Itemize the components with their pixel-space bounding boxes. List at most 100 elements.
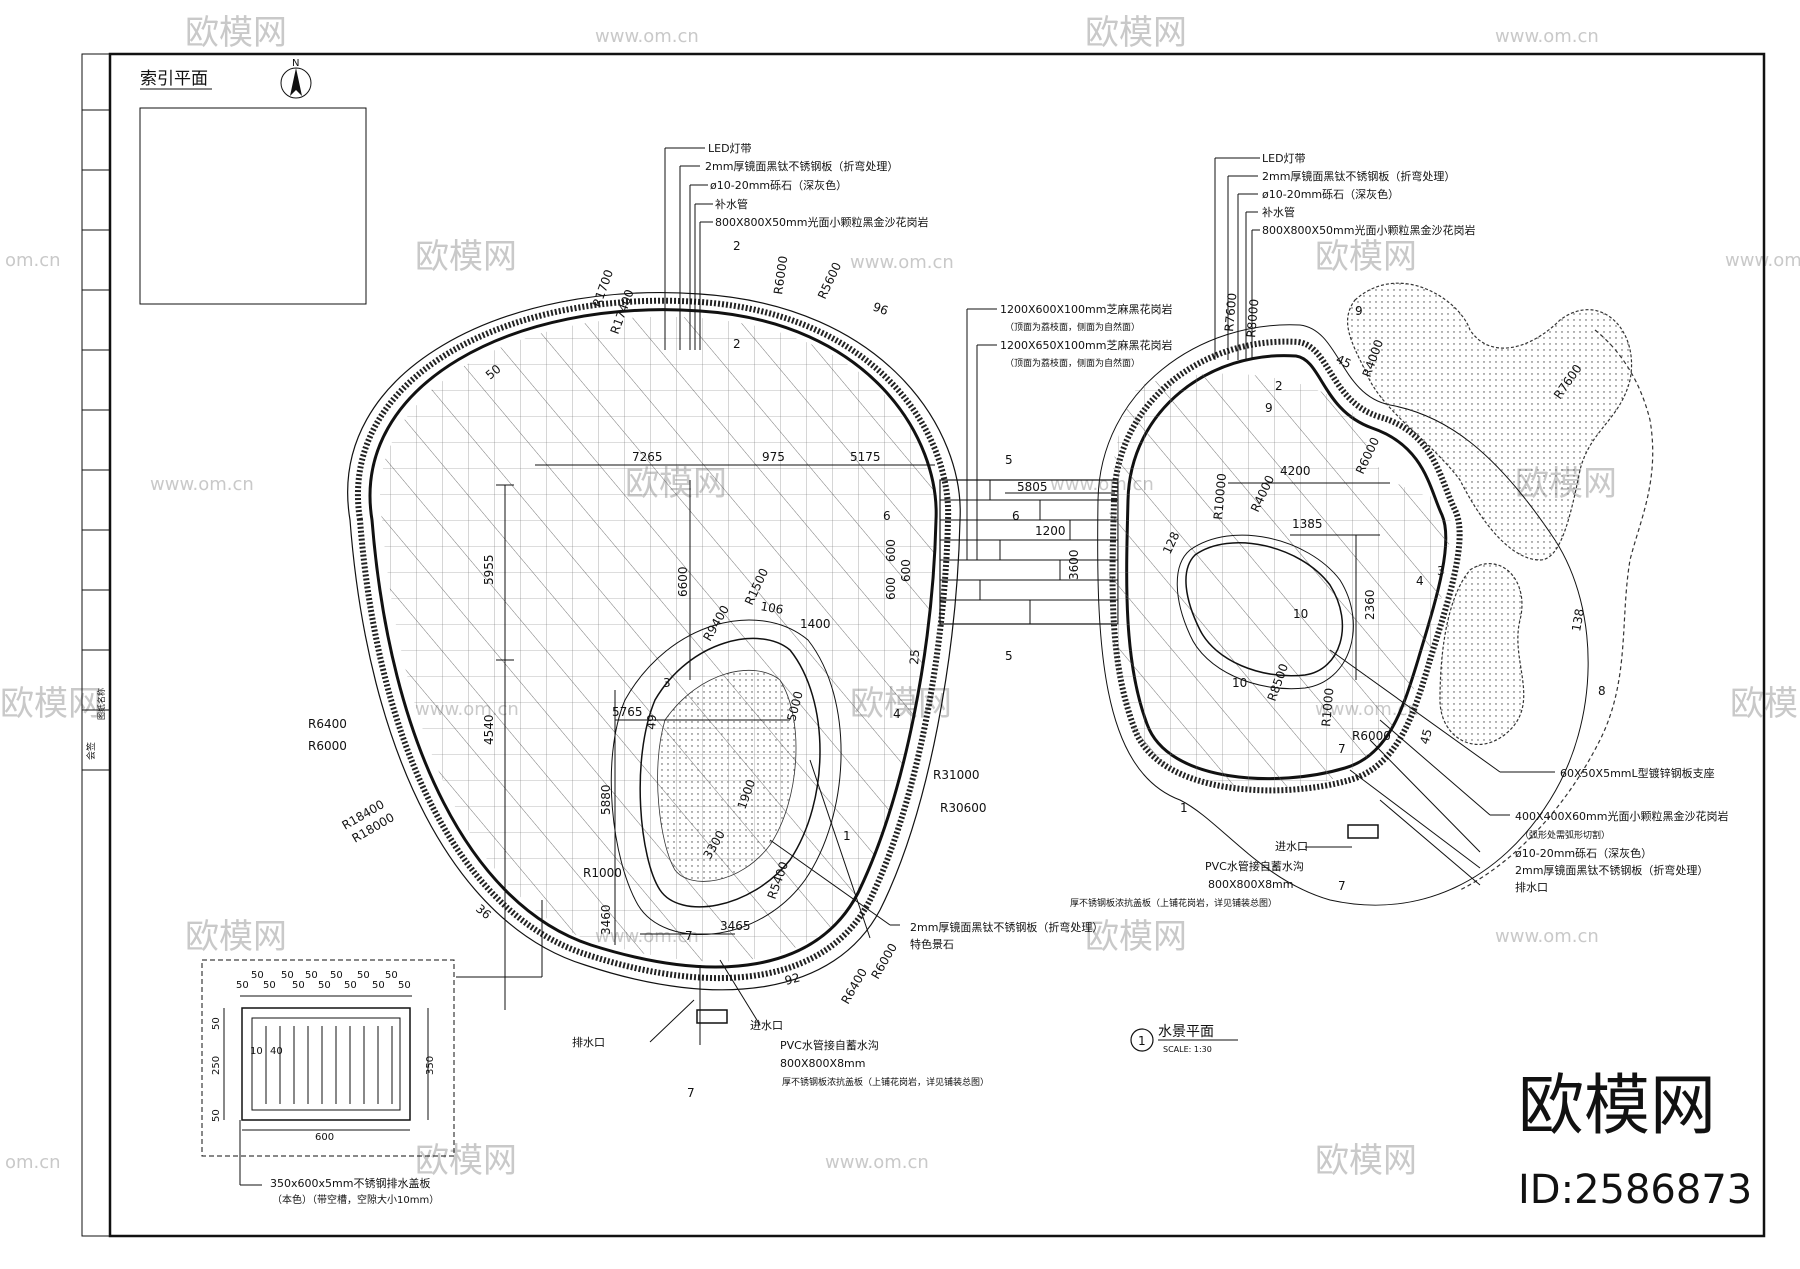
svg-text:50: 50 — [251, 970, 264, 981]
svg-text:R7600: R7600 — [1222, 292, 1239, 332]
svg-text:4: 4 — [893, 707, 901, 721]
svg-text:6: 6 — [883, 509, 891, 523]
left-label-granite: 800X800X50mm光面小颗粒黑金沙花岗岩 — [715, 215, 929, 229]
svg-text:SCALE: 1:30: SCALE: 1:30 — [1163, 1045, 1212, 1054]
svg-text:2360: 2360 — [1363, 589, 1377, 620]
svg-text:250: 250 — [211, 1056, 222, 1075]
watermark-brand: 欧模网 — [185, 917, 287, 957]
watermark-brand: 欧模网 — [185, 13, 287, 53]
svg-text:2: 2 — [733, 337, 741, 351]
right-label-gravel: ø10-20mm砾石（深灰色） — [1262, 187, 1399, 201]
bridge-label-2: 1200X650X100mm芝麻黑花岗岩 — [1000, 338, 1173, 352]
svg-text:600: 600 — [884, 539, 898, 562]
svg-text:50: 50 — [236, 980, 249, 991]
right-label-led: LED灯带 — [1262, 152, 1306, 165]
svg-text:975: 975 — [762, 450, 785, 464]
watermark-url: www.om.cn — [825, 1152, 929, 1173]
watermark-brand: 欧模网 — [1085, 917, 1187, 957]
svg-text:1400: 1400 — [800, 617, 831, 631]
watermark-id: ID:2586873 — [1518, 1167, 1752, 1213]
svg-text:50: 50 — [318, 980, 331, 991]
right-inlet-labels: 进水口 PVC水管接自蓄水沟 800X800X8mm 厚不锈钢板浓抗盖板（上铺花… — [1070, 840, 1352, 909]
left-label-pipe: 补水管 — [715, 197, 748, 211]
svg-text:5175: 5175 — [850, 450, 881, 464]
svg-text:7265: 7265 — [632, 450, 663, 464]
left-cover-size: 800X800X8mm — [780, 1057, 866, 1070]
svg-text:6: 6 — [1012, 509, 1020, 523]
watermark-url-partial: om.cn — [5, 250, 61, 271]
left-cover-note: 厚不锈钢板浓抗盖板（上铺花岗岩，详见铺装总图） — [782, 1076, 989, 1088]
dimension-text: 7265 975 5175 5955 6600 5765 4540 5880 3… — [473, 300, 1587, 988]
right-cover-size: 800X800X8mm — [1208, 878, 1294, 891]
svg-text:5: 5 — [1005, 453, 1013, 467]
right-pool-labels: LED灯带 2mm厚镜面黑钛不锈钢板（折弯处理） ø10-20mm砾石（深灰色）… — [1262, 152, 1476, 237]
title-strip — [81, 53, 111, 1237]
svg-text:1200: 1200 — [1035, 524, 1066, 538]
title-block-col1: 会签 — [85, 742, 97, 760]
leader-lines — [649, 147, 1555, 1045]
svg-text:5955: 5955 — [482, 554, 496, 585]
svg-text:1: 1 — [843, 829, 851, 843]
watermark-brand: 欧模网 — [0, 684, 102, 724]
svg-text:R31000: R31000 — [933, 768, 980, 782]
dimension-lines — [496, 464, 1390, 1010]
svg-text:R10000: R10000 — [1211, 473, 1229, 521]
svg-text:9: 9 — [1355, 304, 1363, 318]
svg-text:49: 49 — [644, 714, 659, 730]
svg-text:4: 4 — [1416, 574, 1424, 588]
watermark-url: www.om.cn — [1725, 250, 1800, 271]
svg-text:R5600: R5600 — [815, 260, 844, 301]
left-steel-label: 2mm厚镜面黑钛不锈钢板（折弯处理） — [910, 920, 1103, 934]
svg-text:5765: 5765 — [612, 705, 643, 719]
watermark-url-partial: om.cn — [5, 1152, 61, 1173]
left-label-led: LED灯带 — [708, 142, 752, 155]
svg-text:R6000: R6000 — [771, 255, 790, 295]
svg-text:R6000: R6000 — [868, 941, 900, 982]
svg-text:600: 600 — [899, 559, 913, 582]
svg-text:R1700: R1700 — [590, 268, 616, 309]
svg-text:50: 50 — [211, 1109, 222, 1122]
svg-text:3465: 3465 — [720, 919, 751, 933]
watermark-brand: 欧模网 — [1315, 1141, 1417, 1181]
right-drain-label: 排水口 — [1515, 880, 1548, 894]
svg-text:50: 50 — [211, 1017, 222, 1030]
watermark-brand: 欧模网 — [415, 237, 517, 277]
right-inlet-box — [1347, 824, 1379, 839]
bridge-label-1-note: （顶面为荔枝面，侧面为自然面） — [1005, 321, 1140, 333]
svg-text:50: 50 — [398, 980, 411, 991]
right-label-granite: 800X800X50mm光面小颗粒黑金沙花岗岩 — [1262, 223, 1476, 237]
title-block-col2: 图纸名称 — [96, 688, 106, 720]
svg-text:5805: 5805 — [1017, 480, 1048, 494]
svg-text:R30600: R30600 — [940, 801, 987, 815]
svg-text:R6400: R6400 — [838, 966, 870, 1007]
svg-text:45: 45 — [1417, 727, 1434, 745]
svg-text:10: 10 — [1293, 607, 1308, 621]
svg-text:5: 5 — [1005, 649, 1013, 663]
left-label-gravel: ø10-20mm砾石（深灰色） — [710, 178, 847, 192]
north-arrow-icon: N — [280, 58, 312, 99]
watermark-url: www.om.cn — [595, 26, 699, 47]
svg-text:350x600x5mm不锈钢排水盖板: 350x600x5mm不锈钢排水盖板 — [270, 1176, 430, 1190]
svg-text:50: 50 — [305, 970, 318, 981]
svg-text:50: 50 — [281, 970, 294, 981]
left-pvc-label: PVC水管接自蓄水沟 — [780, 1038, 879, 1052]
right-bottom-labels: 60X50X5mmL型镀锌钢板支座 400X400X60mm光面小颗粒黑金沙花岗… — [1515, 766, 1729, 894]
svg-text:350: 350 — [425, 1056, 436, 1075]
svg-text:7: 7 — [685, 929, 693, 943]
svg-text:3600: 3600 — [1067, 549, 1081, 580]
svg-text:45: 45 — [1334, 352, 1354, 371]
svg-text:1: 1 — [1138, 1034, 1146, 1048]
section-marks: 2 2 5 5 6 6 3 4 1 7 7 2 9 10 10 7 7 1 8 … — [663, 239, 1606, 1100]
svg-text:92: 92 — [783, 970, 801, 987]
bridge-label-2-note: （顶面为荔枝面，侧面为自然面） — [1005, 357, 1140, 369]
plan-title: 1 水景平面 SCALE: 1:30 — [1130, 1024, 1238, 1054]
right-cover-note: 厚不锈钢板浓抗盖板（上铺花岗岩，详见铺装总图） — [1070, 897, 1277, 909]
left-inlet-label: 进水口 — [750, 1019, 783, 1032]
index-plan-box — [139, 107, 367, 305]
svg-text:600: 600 — [884, 577, 898, 600]
watermark-url: www.om.cn — [1495, 26, 1599, 47]
svg-text:50: 50 — [330, 970, 343, 981]
right-label-steel: 2mm厚镜面黑钛不锈钢板（折弯处理） — [1262, 169, 1455, 183]
svg-text:50: 50 — [372, 980, 385, 991]
right-gravel-label: ø10-20mm砾石（深灰色） — [1515, 846, 1652, 860]
